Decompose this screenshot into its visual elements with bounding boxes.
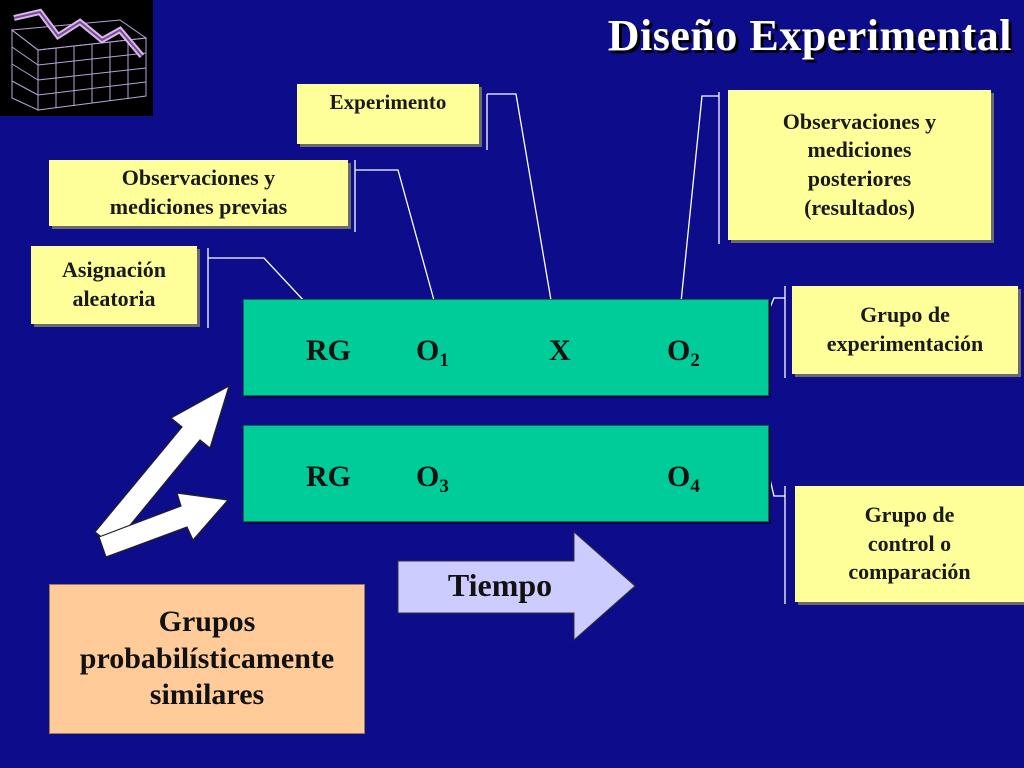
row2-o4: O4 [667, 460, 700, 498]
connector-asignacion [208, 257, 321, 319]
note-posteriores-line-1: Observaciones y [782, 108, 937, 134]
note-grupo-ctrl-line-3: comparación [848, 559, 971, 585]
note-observaciones-posteriores: Observaciones y mediciones posteriores (… [728, 90, 991, 240]
grupos-line-3: similares [149, 678, 265, 712]
tiempo-label: Tiempo [447, 567, 553, 603]
row1-o1-letter: O [416, 334, 440, 367]
grupos-line-2: probabilísticamente [79, 641, 335, 675]
grupos-similares-box: Grupos probabilísticamente similares [49, 584, 365, 734]
grupos-line-1: Grupos [158, 605, 256, 639]
page-title: Diseño Experimental [607, 11, 1012, 60]
note-observaciones-previas: Observaciones y mediciones previas [49, 160, 348, 226]
note-previas-line-2: mediciones previas [109, 194, 288, 219]
note-experimento-text: Experimento [329, 90, 447, 115]
note-grupo-ctrl-line-2: control o [867, 530, 952, 556]
note-asignacion-line-1: Asignación [62, 257, 166, 283]
note-posteriores-line-3: posteriores [807, 166, 912, 191]
note-grupo-experimentacion: Grupo de experimentación [792, 286, 1018, 374]
chart-logo-icon [0, 0, 153, 116]
note-posteriores-line-2: mediciones [807, 137, 912, 163]
control-group-bar [243, 425, 769, 522]
row2-o3: O3 [416, 460, 449, 498]
row2-o4-letter: O [667, 460, 691, 493]
connector-posteriores [679, 95, 719, 313]
note-experimento: Experimento [297, 84, 479, 144]
row1-x: X [549, 334, 571, 367]
row1-o2-sub: 2 [690, 350, 700, 371]
row1-o2-letter: O [667, 334, 691, 367]
row2-o3-letter: O [416, 460, 440, 493]
note-grupo-ctrl-line-1: Grupo de [864, 502, 955, 528]
row2-o4-sub: 4 [690, 476, 700, 497]
row2-rg: RG [306, 460, 351, 493]
note-grupo-exp-line-1: Grupo de [860, 302, 950, 328]
note-grupo-exp-line-2: experimentación [826, 331, 984, 356]
connector-previas [355, 169, 441, 323]
row1-rg: RG [306, 334, 351, 367]
experimental-group-bar [243, 299, 769, 396]
row1-o1-sub: 1 [439, 350, 449, 371]
row1-o2: O2 [667, 334, 700, 372]
tiempo-arrow-icon [397, 531, 636, 641]
note-posteriores-line-4: (resultados) [804, 194, 915, 220]
arrow-right-icon [98, 492, 230, 558]
row2-o3-sub: 3 [439, 476, 449, 497]
row1-o1: O1 [416, 334, 449, 372]
note-asignacion-aleatoria: Asignación aleatoria [31, 246, 197, 324]
connector-experimento [487, 93, 555, 319]
note-previas-line-1: Observaciones y [121, 165, 276, 191]
note-asignacion-line-2: aleatoria [72, 286, 156, 311]
note-grupo-control: Grupo de control o comparación [795, 486, 1024, 602]
